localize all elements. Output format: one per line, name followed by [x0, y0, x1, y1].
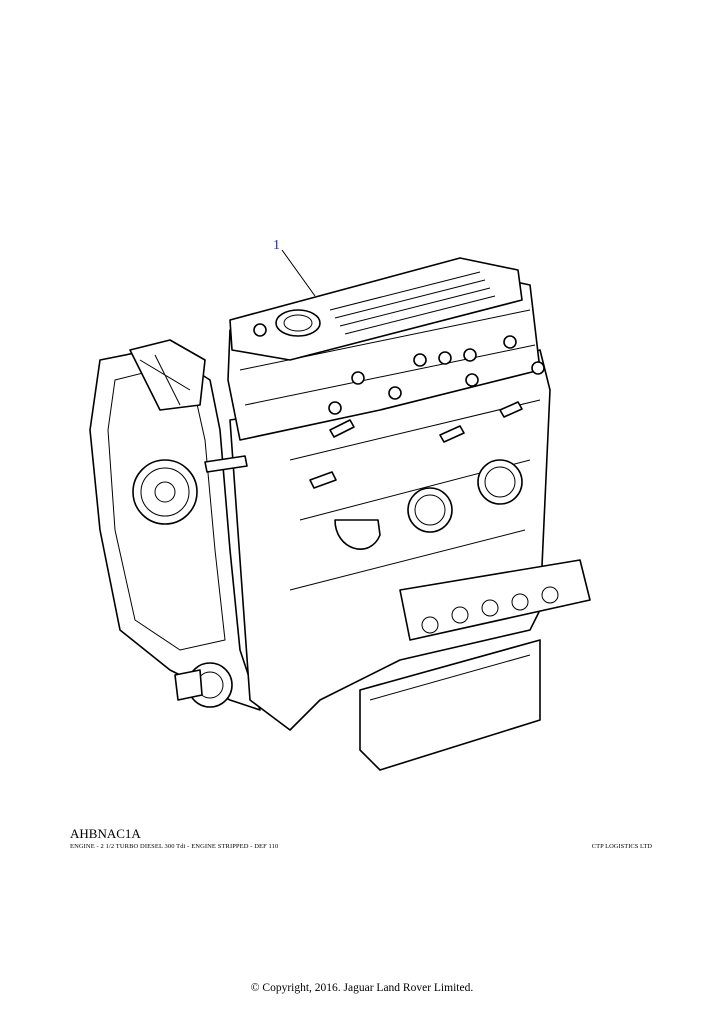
illustration-reference-code: AHBNAC1A	[70, 826, 141, 841]
callout-leader-line	[281, 249, 316, 297]
rocker-cover	[229, 257, 523, 361]
illustration-caption: ENGINE - 2 1/2 TURBO DIESEL 300 Tdi - EN…	[70, 843, 279, 850]
supplier-name: CTP LOGISTICS LTD	[591, 843, 652, 850]
copyright-notice: © Copyright, 2016. Jaguar Land Rover Lim…	[250, 982, 474, 994]
engine-diagram	[60, 230, 620, 790]
oil-sump	[359, 639, 541, 771]
callout-1[interactable]: 1	[273, 238, 280, 253]
timing-case	[89, 339, 261, 711]
head-bolts	[204, 323, 545, 489]
engine-block	[229, 349, 591, 731]
